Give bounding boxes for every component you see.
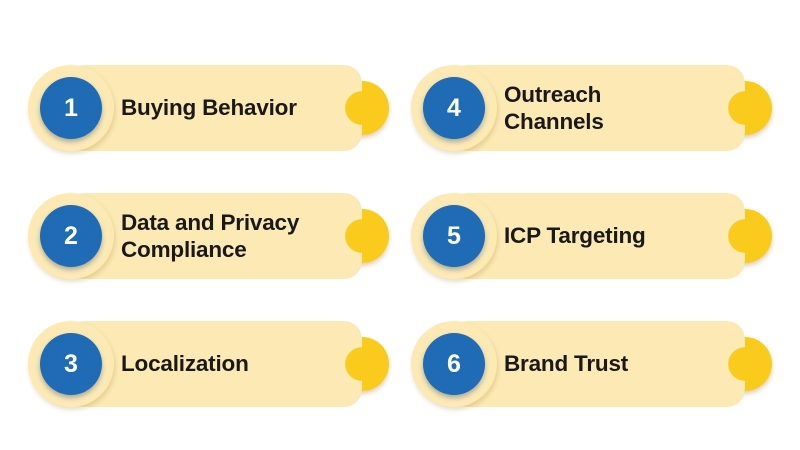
card-label: Buying Behavior bbox=[121, 95, 297, 121]
number-badge-label: 6 bbox=[447, 349, 461, 378]
number-badge: 6 bbox=[423, 333, 485, 395]
card-body bbox=[449, 65, 745, 151]
numbered-card[interactable]: 4 Outreach Channels bbox=[411, 52, 772, 164]
number-badge: 3 bbox=[40, 333, 102, 395]
number-badge-label: 3 bbox=[64, 349, 78, 378]
card-body bbox=[66, 321, 362, 407]
number-badge-label: 4 bbox=[447, 93, 461, 122]
number-badge-label: 1 bbox=[64, 93, 78, 122]
number-badge-label: 2 bbox=[64, 221, 78, 250]
card-label: Data and Privacy Compliance bbox=[121, 209, 300, 262]
number-badge: 4 bbox=[423, 77, 485, 139]
card-body bbox=[449, 321, 745, 407]
card-label: ICP Targeting bbox=[504, 223, 646, 249]
numbered-card[interactable]: 5 ICP Targeting bbox=[411, 180, 772, 292]
numbered-card[interactable]: 1 Buying Behavior bbox=[28, 52, 389, 164]
number-badge: 1 bbox=[40, 77, 102, 139]
number-badge-label: 5 bbox=[447, 221, 461, 250]
card-label: Brand Trust bbox=[504, 351, 629, 377]
card-body bbox=[66, 193, 362, 279]
numbered-card[interactable]: 6 Brand Trust bbox=[411, 308, 772, 420]
card-body bbox=[66, 65, 362, 151]
number-badge: 2 bbox=[40, 205, 102, 267]
numbered-card[interactable]: 2 Data and Privacy Compliance bbox=[28, 180, 389, 292]
card-label: Outreach Channels bbox=[504, 81, 604, 134]
numbered-card[interactable]: 3 Localization bbox=[28, 308, 389, 420]
number-badge: 5 bbox=[423, 205, 485, 267]
card-body bbox=[449, 193, 745, 279]
card-label: Localization bbox=[121, 351, 249, 377]
